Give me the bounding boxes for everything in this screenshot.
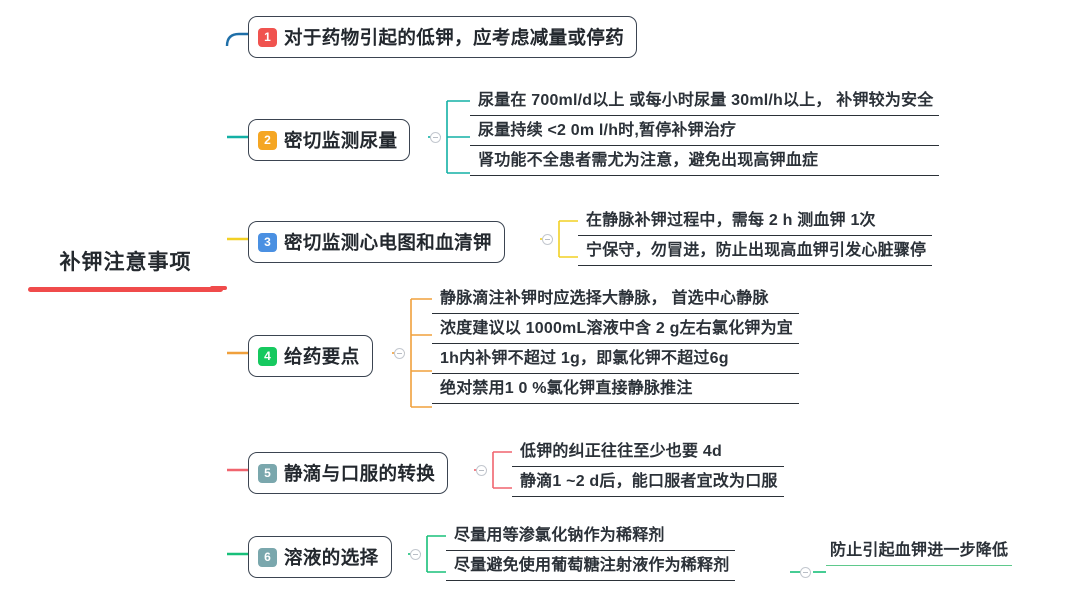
- branch-node-1[interactable]: 1 对于药物引起的低钾，应考虑减量或停药: [248, 16, 638, 58]
- collapse-toggle-branch-4[interactable]: [394, 348, 405, 359]
- branch-3-children: 在静脉补钾过程中，需每 2 h 测血钾 1次 宁保守，勿冒进，防止出现高血钾引发…: [578, 206, 933, 266]
- leaf-item[interactable]: 尽量用等渗氯化钠作为稀释剂: [446, 521, 736, 551]
- branch-label-5: 静滴与口服的转换: [284, 463, 436, 484]
- branch-2-children: 尿量在 700ml/d以上 或每小时尿量 30ml/h以上， 补钾较为安全 尿量…: [470, 86, 940, 176]
- branch-4-children: 静脉滴注补钾时应选择大静脉， 首选中心静脉 浓度建议以 1000mL溶液中含 2…: [432, 284, 800, 404]
- leaf-item[interactable]: 低钾的纠正往往至少也要 4d: [512, 437, 784, 467]
- leaf-item[interactable]: 绝对禁用1 0 %氯化钾直接静脉推注: [432, 374, 800, 404]
- leaf-item[interactable]: 在静脉补钾过程中，需每 2 h 测血钾 1次: [578, 206, 933, 236]
- collapse-toggle-branch-3[interactable]: [542, 234, 553, 245]
- branch-5-children: 低钾的纠正往往至少也要 4d 静滴1 ~2 d后，能口服者宜改为口服: [512, 437, 784, 497]
- branch-badge-1: 1: [258, 27, 277, 47]
- leaf-item[interactable]: 尿量持续 <2 0m l/h时,暂停补钾治疗: [470, 116, 940, 146]
- leaf-item[interactable]: 静滴1 ~2 d后，能口服者宜改为口服: [512, 467, 784, 497]
- leaf-item[interactable]: 静脉滴注补钾时应选择大静脉， 首选中心静脉: [432, 284, 800, 314]
- branch-label-2: 密切监测尿量: [284, 130, 398, 151]
- branch-node-6[interactable]: 6 溶液的选择: [248, 536, 392, 578]
- collapse-toggle-branch-6[interactable]: [410, 549, 421, 560]
- leaf-item[interactable]: 尽量避免使用葡萄糖注射液作为稀释剂: [446, 551, 736, 581]
- leaf-item[interactable]: 浓度建议以 1000mL溶液中含 2 g左右氯化钾为宜: [432, 314, 800, 344]
- branch-node-3[interactable]: 3 密切监测心电图和血清钾: [248, 221, 505, 263]
- leaf-item[interactable]: 尿量在 700ml/d以上 或每小时尿量 30ml/h以上， 补钾较为安全: [470, 86, 940, 116]
- branch-badge-4: 4: [258, 346, 277, 366]
- branch-label-4: 给药要点: [284, 346, 360, 367]
- root-label: 补钾注意事项: [59, 251, 192, 274]
- branch-badge-6: 6: [258, 547, 277, 567]
- branch-label-1: 对于药物引起的低钾，应考虑减量或停药: [284, 27, 625, 48]
- collapse-toggle-branch-6-child[interactable]: [800, 567, 811, 578]
- collapse-toggle-branch-5[interactable]: [476, 465, 487, 476]
- branch-label-3: 密切监测心电图和血清钾: [284, 232, 492, 253]
- branch-badge-3: 3: [258, 232, 277, 252]
- leaf-item[interactable]: 1h内补钾不超过 1g，即氯化钾不超过6g: [432, 344, 800, 374]
- branch-node-2[interactable]: 2 密切监测尿量: [248, 119, 411, 161]
- branch-node-4[interactable]: 4 给药要点: [248, 335, 373, 377]
- leaf-item[interactable]: 肾功能不全患者需尤为注意，避免出现高钾血症: [470, 146, 940, 176]
- leaf-subitem[interactable]: 防止引起血钾进一步降低: [826, 536, 1013, 566]
- branch-label-6: 溶液的选择: [284, 547, 379, 568]
- root-node[interactable]: 补钾注意事项: [28, 248, 223, 292]
- branch-badge-2: 2: [258, 130, 277, 150]
- root-underline: [28, 287, 223, 292]
- branch-badge-5: 5: [258, 463, 277, 483]
- branch-node-5[interactable]: 5 静滴与口服的转换: [248, 452, 449, 494]
- branch-6-children: 尽量用等渗氯化钠作为稀释剂 尽量避免使用葡萄糖注射液作为稀释剂: [446, 521, 736, 581]
- leaf-item[interactable]: 宁保守，勿冒进，防止出现高血钾引发心脏骤停: [578, 236, 933, 266]
- collapse-toggle-branch-2[interactable]: [430, 132, 441, 143]
